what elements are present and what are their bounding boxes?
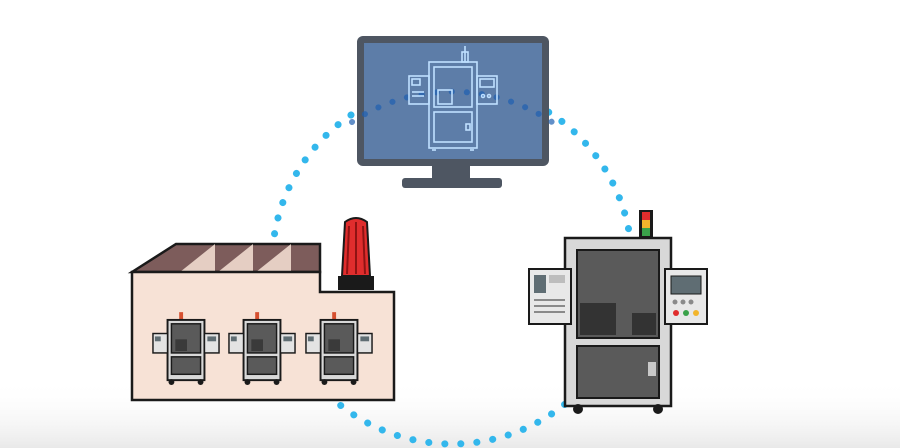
computer-monitor-icon — [349, 36, 555, 188]
factory-icon — [127, 217, 396, 402]
status-light-tower — [639, 210, 653, 240]
red-alarm-light-icon — [338, 217, 374, 290]
machine-left-panel — [528, 268, 572, 325]
machine-blueprint-icon — [408, 46, 498, 151]
machine-control-panel — [664, 268, 708, 325]
industrial-machine-icon — [528, 210, 708, 414]
